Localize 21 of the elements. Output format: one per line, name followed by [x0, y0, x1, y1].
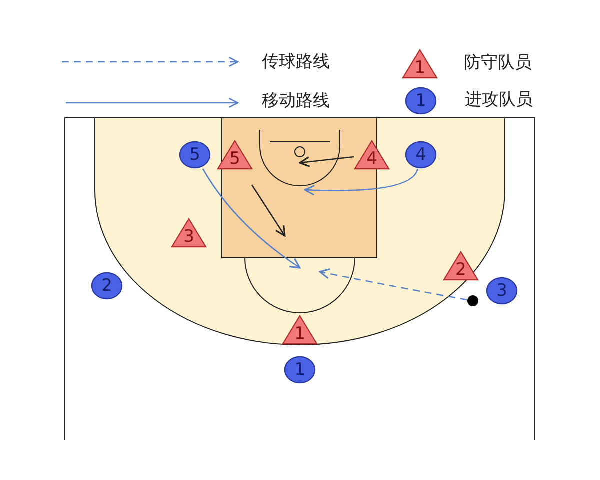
movement-arrow [299, 156, 354, 168]
player-number: 2 [456, 259, 466, 279]
player-number: 2 [102, 278, 112, 294]
player-number: 5 [190, 146, 200, 164]
player-number: 3 [184, 226, 194, 246]
player-number: 1 [416, 92, 426, 110]
player-number: 4 [416, 146, 426, 164]
player-number: 4 [366, 148, 378, 168]
player-number: 1 [294, 323, 306, 343]
player-number: 1 [294, 362, 306, 378]
legend-text: 传球路线 [262, 54, 330, 71]
legend-text: 移动路线 [262, 93, 330, 110]
pass-arrow [319, 268, 468, 301]
legend-text: 进攻队员 [465, 92, 533, 109]
movement-arrow [304, 168, 418, 196]
movement-arrow [251, 184, 286, 237]
legend-text: 防守队员 [464, 55, 532, 72]
movement-arrow [202, 168, 301, 269]
player-number: 3 [496, 282, 508, 300]
player-number: 5 [230, 148, 240, 168]
player-number: 1 [414, 57, 426, 77]
